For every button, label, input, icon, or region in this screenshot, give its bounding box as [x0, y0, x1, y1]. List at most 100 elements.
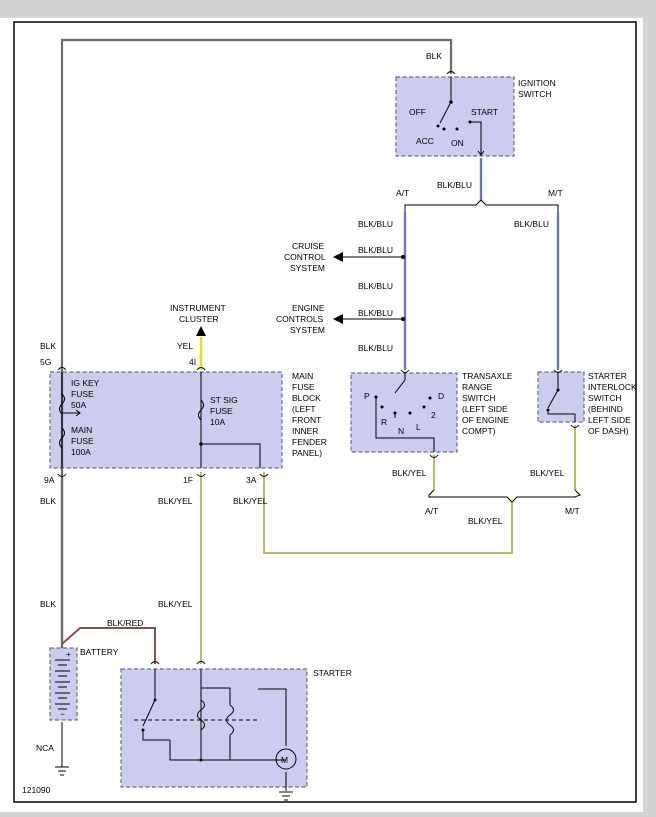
label-blk-top: BLK — [426, 51, 442, 61]
cluster-title-1: INSTRUMENT — [170, 303, 226, 313]
ig-key-fuse-2: FUSE — [71, 389, 94, 399]
fuse-block-title-3: BLOCK — [292, 393, 321, 403]
interlock-title-2: INTERLOCK — [588, 382, 637, 392]
range-l: L — [416, 422, 421, 432]
transaxle-title-3: SWITCH — [462, 393, 496, 403]
starter-interlock-internals — [546, 373, 576, 422]
label-blk-red: BLK/RED — [107, 618, 143, 628]
range-2: 2 — [431, 410, 436, 420]
main-fuse-2: FUSE — [71, 436, 94, 446]
transaxle-title-1: TRANSAXLE — [462, 371, 513, 381]
cruise-title-1: CRUISE — [292, 241, 324, 251]
label-blk-blu-5: BLK/BLU — [358, 343, 393, 353]
splice-cruise — [401, 255, 405, 259]
transaxle-title-2: RANGE — [462, 382, 493, 392]
fuse-block-title-1: MAIN — [292, 371, 313, 381]
interlock-title-5: LEFT SIDE — [588, 415, 631, 425]
interlock-title-4: (BEHIND — [588, 404, 623, 414]
fuse-block-title-7: FENDER — [292, 437, 327, 447]
wire-blk-yel-3a — [263, 472, 513, 554]
cruise-title-2: CONTROL — [284, 252, 326, 262]
battery-plus: + — [66, 649, 71, 659]
st-sig-fuse-3: 10A — [210, 417, 225, 427]
fuse-block-title-8: PANEL) — [292, 448, 322, 458]
label-blk-yel-tr: BLK/YEL — [392, 468, 427, 478]
range-n: N — [398, 426, 404, 436]
label-blk-9a: BLK — [40, 496, 56, 506]
range-r: R — [381, 417, 387, 427]
transaxle-switch-box — [350, 372, 458, 453]
label-blk-lower: BLK — [40, 599, 56, 609]
starter-title: STARTER — [313, 668, 352, 678]
main-fuse-block-internals — [59, 372, 261, 468]
label-blk-blu-3: BLK/BLU — [358, 281, 393, 291]
label-at-bottom: A/T — [425, 506, 438, 516]
battery-minus: − — [60, 709, 65, 719]
label-blk-yel-1f: BLK/YEL — [158, 496, 193, 506]
engine-title-1: ENGINE — [292, 303, 325, 313]
battery-internals — [55, 659, 70, 710]
label-blk-yel-bottom: BLK/YEL — [468, 516, 503, 526]
fuse-block-title-2: FUSE — [292, 382, 315, 392]
ground-symbols — [55, 766, 293, 801]
ignition-on: ON — [451, 138, 464, 148]
label-blk-blu-2: BLK/BLU — [358, 245, 393, 255]
label-mt-top: M/T — [548, 188, 563, 198]
splice-engine — [401, 317, 405, 321]
ignition-title-2: SWITCH — [518, 89, 552, 99]
range-d: D — [438, 391, 444, 401]
main-fuse-1: MAIN — [71, 425, 92, 435]
label-blk-blu-ign: BLK/BLU — [437, 180, 472, 190]
wire-branch-at — [404, 199, 482, 212]
st-sig-fuse-1: ST SIG — [210, 395, 238, 405]
label-blk-yel-lower: BLK/YEL — [158, 599, 193, 609]
fuse-block-title-5: FRONT — [292, 415, 321, 425]
ignition-switch-internals — [436, 77, 485, 156]
label-at-top: A/T — [396, 188, 409, 198]
battery-title: BATTERY — [80, 647, 119, 657]
ignition-off: OFF — [409, 107, 426, 117]
connector-1f: 1F — [183, 475, 193, 485]
engine-title-2: CONTROLS — [276, 314, 324, 324]
ignition-acc: ACC — [416, 136, 434, 146]
cruise-arrow-icon — [333, 252, 343, 262]
instrument-cluster-arrow-icon — [196, 326, 206, 336]
connector-marks — [57, 71, 580, 665]
st-sig-fuse-2: FUSE — [210, 406, 233, 416]
connector-9a: 9A — [44, 475, 55, 485]
range-p: P — [364, 391, 370, 401]
wire-branch-mt — [480, 199, 559, 212]
main-fuse-block-box — [49, 371, 283, 469]
interlock-title-3: SWITCH — [588, 393, 622, 403]
label-blk-yel-si: BLK/YEL — [530, 468, 565, 478]
starter-internals — [134, 669, 297, 791]
label-nca: NCA — [36, 743, 54, 753]
wire-blk-red — [61, 627, 156, 664]
starter-box — [120, 668, 308, 788]
wire-blk-main — [60, 38, 453, 648]
transaxle-title-5: OF ENGINE — [462, 415, 509, 425]
connector-3a: 3A — [246, 475, 257, 485]
transaxle-title-6: COMPT) — [462, 426, 496, 436]
connector-4i: 4I — [189, 357, 196, 367]
ignition-start: START — [471, 107, 498, 117]
ignition-title-1: IGNITION — [518, 78, 556, 88]
engine-title-3: SYSTEM — [290, 325, 325, 335]
label-blk-yel-3a: BLK/YEL — [233, 496, 268, 506]
label-blk-blu-mt: BLK/BLU — [514, 219, 549, 229]
label-blk-blu-4: BLK/BLU — [358, 308, 393, 318]
cluster-title-2: CLUSTER — [179, 314, 219, 324]
connector-5g: 5G — [40, 357, 51, 367]
fuse-block-title-6: INNER — [292, 426, 318, 436]
main-fuse-3: 100A — [71, 447, 91, 457]
fuse-block-title-4: (LEFT — [292, 404, 316, 414]
diagram-number: 121090 — [22, 785, 51, 795]
cruise-title-3: SYSTEM — [290, 263, 325, 273]
label-blk-left: BLK — [40, 341, 56, 351]
ignition-switch-box — [395, 76, 515, 157]
wire-merge-bottom — [428, 489, 581, 503]
interlock-title-1: STARTER — [588, 371, 627, 381]
label-mt-bottom: M/T — [565, 506, 580, 516]
page-border — [13, 21, 637, 803]
